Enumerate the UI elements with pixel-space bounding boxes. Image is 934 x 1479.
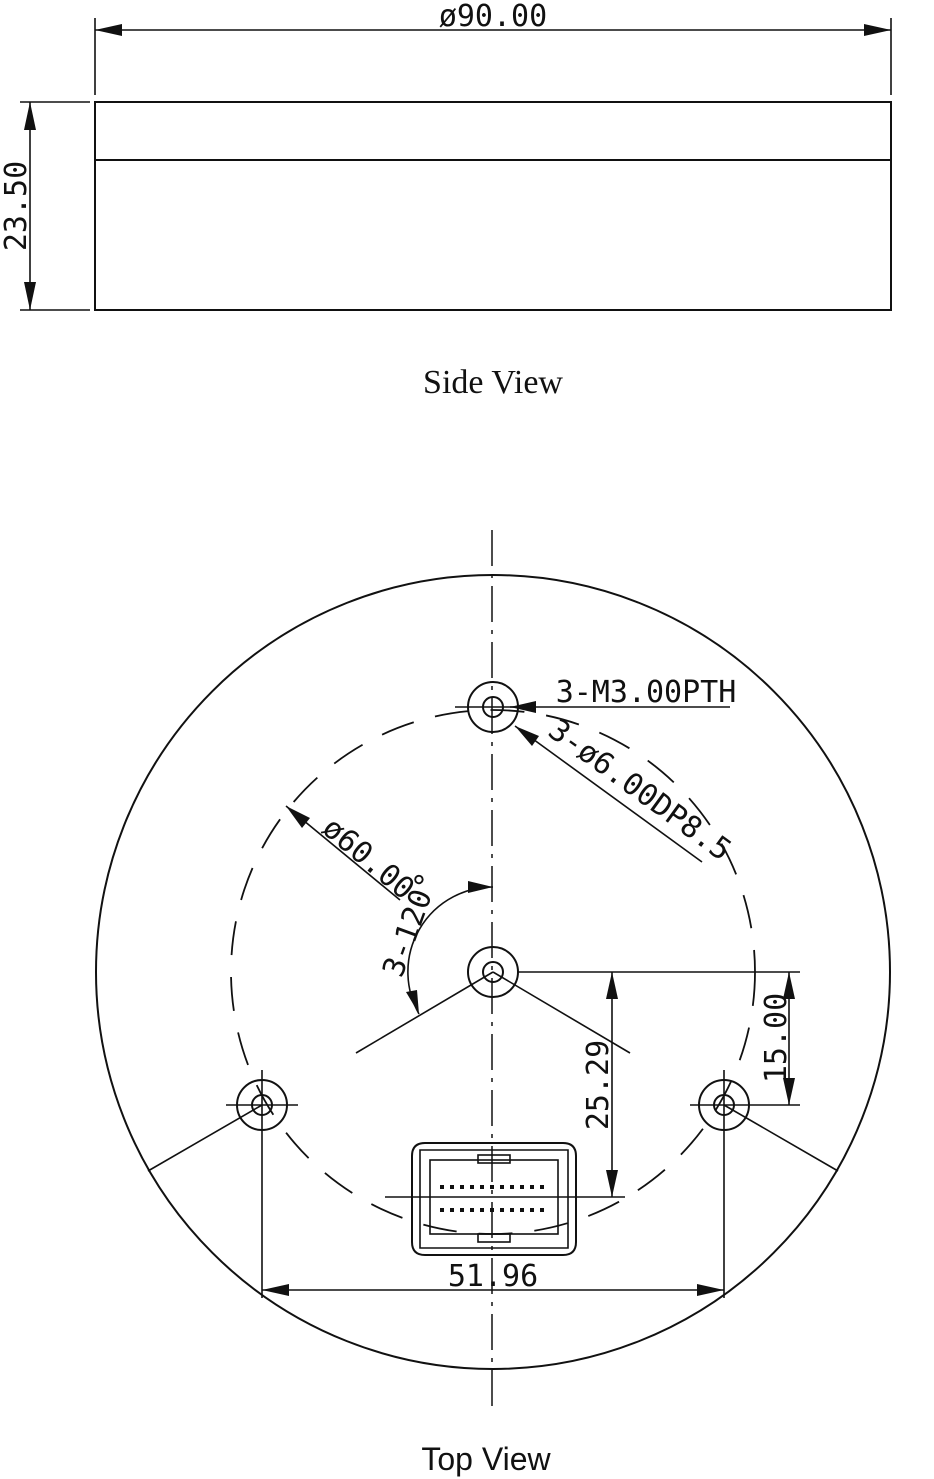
connector xyxy=(385,1142,625,1256)
width-label: ø90.00 xyxy=(439,0,547,34)
horizontal-dim-label: 51.96 xyxy=(448,1259,538,1294)
offset-dim-label: 15.00 xyxy=(759,993,794,1083)
side-view-body xyxy=(94,101,892,311)
side-view: ø90.00 23.50 Side View xyxy=(0,0,892,401)
top-view: 3-120° ø60.00 3-M3.00PTH 3-ø6.00DP8.5 25… xyxy=(95,530,891,1477)
counterbore-callout: 3-ø6.00DP8.5 xyxy=(514,712,738,868)
radial-line-right xyxy=(492,971,631,1054)
height-label: 23.50 xyxy=(0,161,34,251)
radial-line-outer-left xyxy=(147,1104,263,1172)
counterbore-label: 3-ø6.00DP8.5 xyxy=(542,712,738,868)
mounting-hole-left xyxy=(226,1070,298,1298)
side-view-caption: Side View xyxy=(423,364,563,401)
vertical-dimension: 25.29 xyxy=(518,971,800,1197)
offset-dimension: 15.00 xyxy=(759,972,795,1105)
vertical-dim-label: 25.29 xyxy=(581,1040,616,1130)
width-dimension: ø90.00 xyxy=(94,0,892,95)
thread-callout: 3-M3.00PTH xyxy=(510,675,736,713)
bolt-circle-dimension: ø60.00 xyxy=(285,805,421,907)
thread-label: 3-M3.00PTH xyxy=(556,675,737,710)
radial-line-left xyxy=(355,971,494,1054)
height-dimension: 23.50 xyxy=(0,101,90,311)
bolt-circle-label: ø60.00 xyxy=(315,810,421,906)
horizontal-dimension: 51.96 xyxy=(262,1259,724,1296)
mounting-hole-right xyxy=(690,1070,800,1298)
outer-circle xyxy=(95,574,891,1370)
radial-line-outer-right xyxy=(723,1104,839,1172)
top-view-caption: Top View xyxy=(421,1441,551,1477)
